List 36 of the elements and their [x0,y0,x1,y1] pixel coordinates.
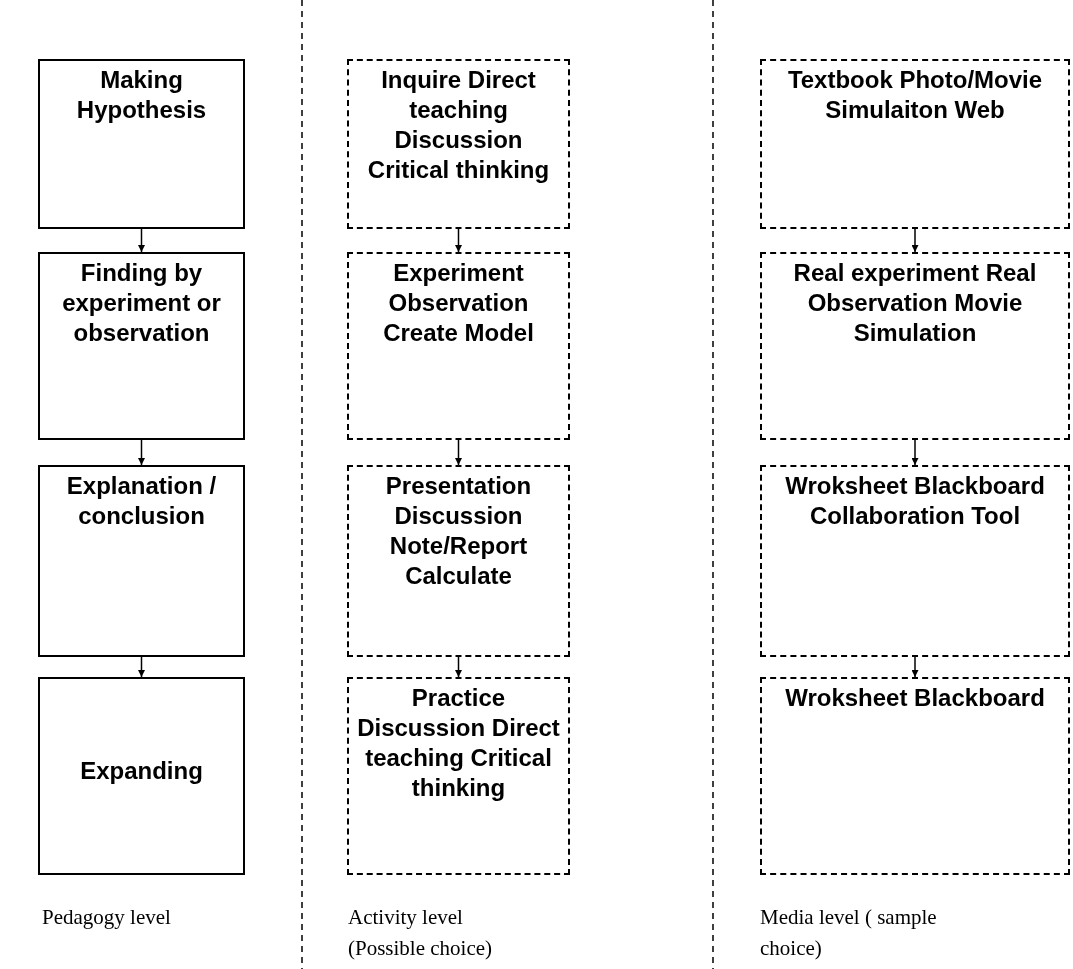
dashed-box [760,252,1070,440]
arrow [455,439,462,466]
dashed-box [347,59,570,229]
box-text: Experiment Observation Create Model [382,258,535,348]
box-text: Making Hypothesis [75,65,208,125]
level-label: Activity level (Possible choice) [348,904,494,962]
level-label: Media level ( sample choice) [760,904,938,962]
box-text: Real experiment Real Observation Movie Simulation [792,258,1038,348]
box-text: Wroksheet Blackboard [784,683,1046,713]
box-text: Wroksheet Blackboard Collaboration Tool [784,471,1046,531]
box-text: Presentation Discussion Note/Report Calculate [384,471,533,591]
arrow [138,656,145,678]
box-text: Textbook Photo/Movie Simulaiton Web [786,65,1044,125]
box-text: Practice Discussion Direct teaching Critical thinking [356,683,561,803]
dashed-box [347,465,570,657]
box-text: Expanding [79,756,204,786]
arrow [911,439,919,466]
dashed-box [760,677,1070,875]
dashed-box [760,465,1070,657]
arrow [455,228,462,253]
box-text: Inquire Direct teaching Discussion Critical thinking [366,65,551,185]
process-box [38,465,245,657]
arrow [911,228,919,253]
box-text: Explanation / conclusion [65,471,218,531]
arrow [911,656,919,678]
box-text: Finding by experiment or observation [61,258,222,348]
arrow [138,228,145,253]
arrow [138,439,145,466]
dashed-box [347,677,570,875]
level-label: Pedagogy level [42,904,172,931]
process-box [38,677,245,875]
dashed-box [760,59,1070,229]
arrow [455,656,462,678]
process-box [38,59,245,229]
dashed-box [347,252,570,440]
process-box [38,252,245,440]
